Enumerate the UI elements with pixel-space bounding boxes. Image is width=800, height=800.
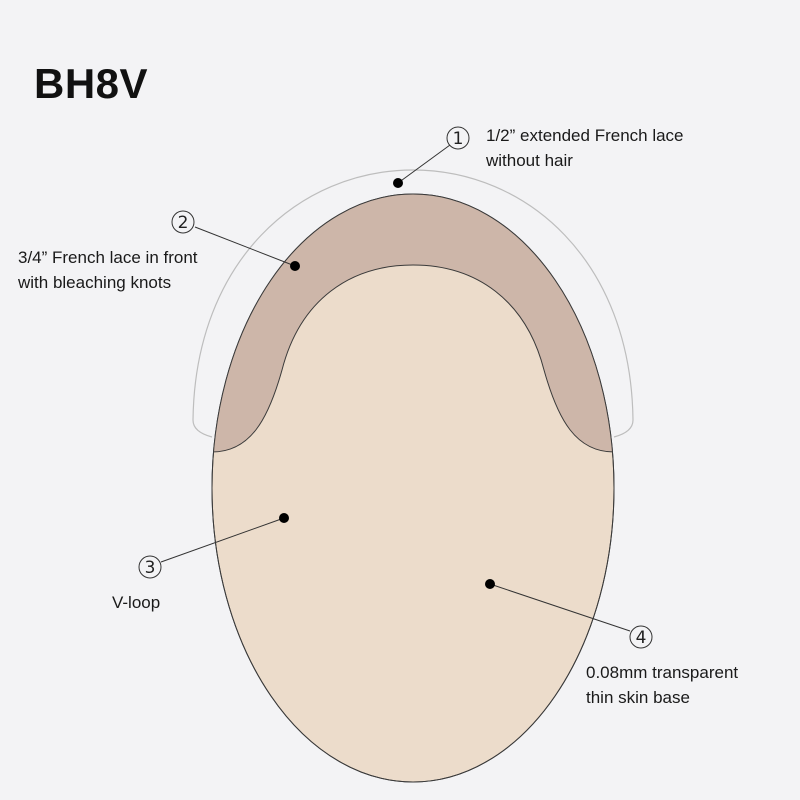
callout-4-line-2: thin skin base xyxy=(586,688,690,707)
callout-4-label: 0.08mm transparent thin skin base xyxy=(586,660,738,710)
callout-2-marker: 2 xyxy=(171,210,300,271)
extended-lace-outline xyxy=(192,169,634,438)
callout-1-line-1: 1/2” extended French lace xyxy=(486,126,684,145)
callout-1-line-2: without hair xyxy=(486,151,573,170)
callout-1-label: 1/2” extended French lace without hair xyxy=(486,123,684,173)
callout-4-number: 4 xyxy=(636,628,647,648)
product-title: BH8V xyxy=(34,60,149,107)
callout-2-line-2: with bleaching knots xyxy=(18,273,172,292)
callout-2-label: 3/4” French lace in front with bleaching… xyxy=(18,245,198,295)
callout-2-line-1: 3/4” French lace in front xyxy=(18,248,198,267)
callout-4-line-1: 0.08mm transparent xyxy=(586,663,739,682)
callout-3-label: V-loop xyxy=(112,590,160,615)
callout-1-marker: 1 xyxy=(393,126,470,188)
callout-4-marker: 4 xyxy=(485,579,653,649)
callout-3-marker: 3 xyxy=(138,513,289,579)
callout-3-number: 3 xyxy=(145,558,156,578)
callout-3-line-1: V-loop xyxy=(112,593,161,612)
callout-1-number: 1 xyxy=(453,129,464,149)
callout-2-number: 2 xyxy=(178,213,189,233)
